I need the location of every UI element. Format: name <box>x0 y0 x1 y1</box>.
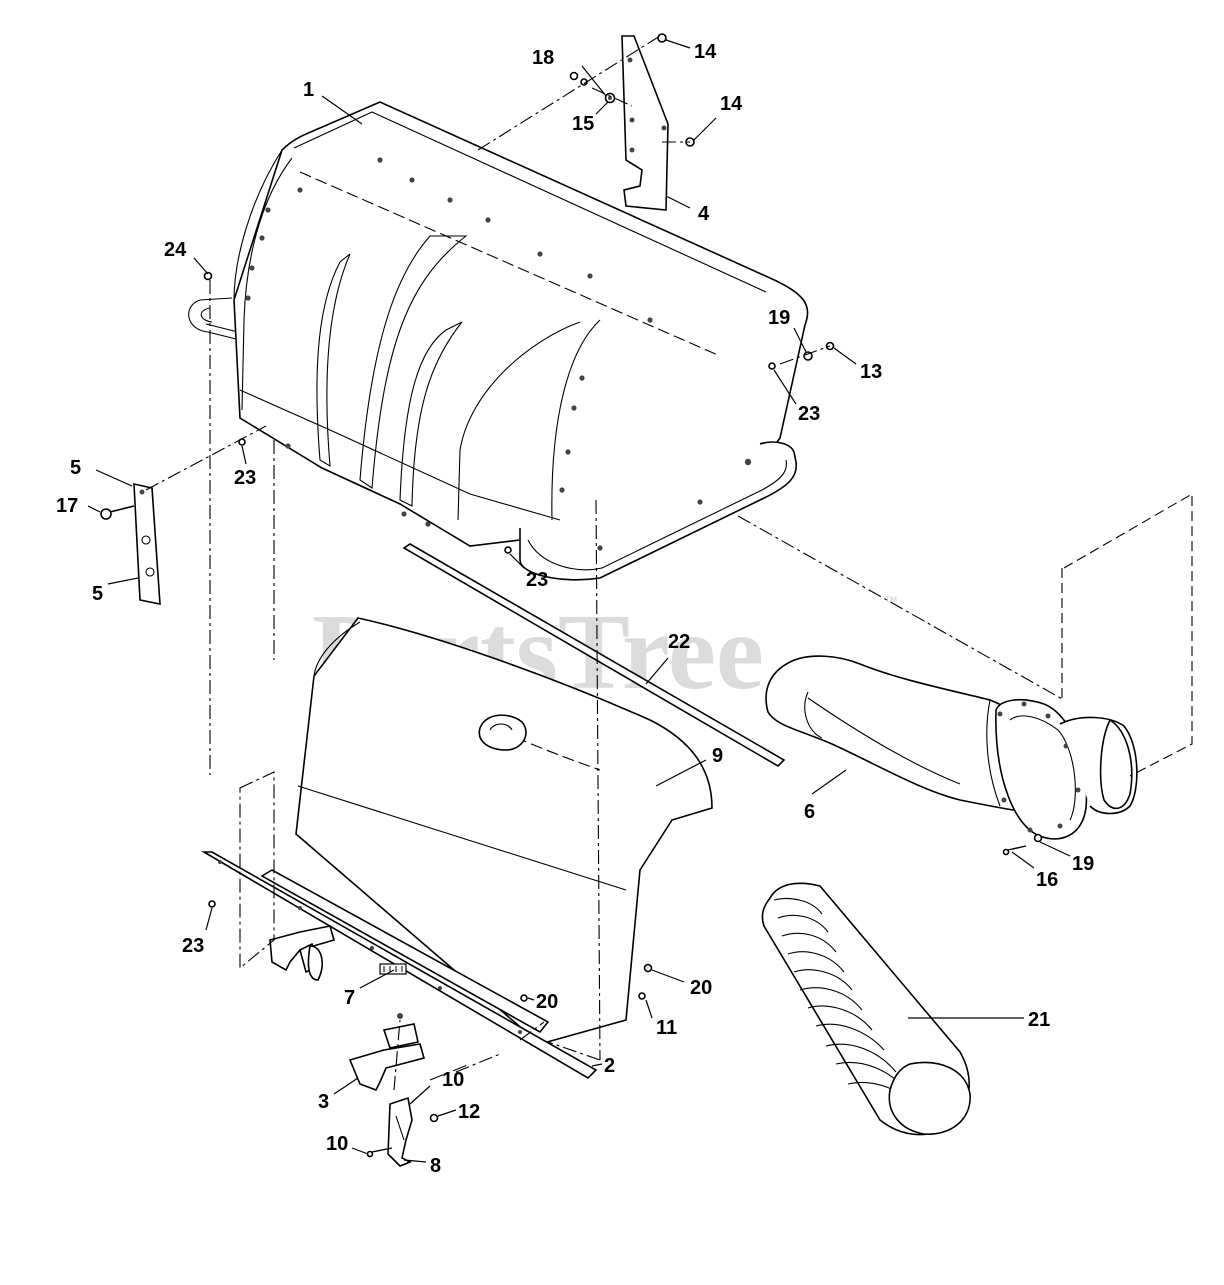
callout-23-lower[interactable]: 23 <box>182 935 204 957</box>
part-21-flex-hose[interactable] <box>761 882 971 1136</box>
callout-4[interactable]: 4 <box>698 203 710 225</box>
callout-17[interactable]: 17 <box>56 495 78 517</box>
callout-5-upper[interactable]: 5 <box>70 457 81 479</box>
callout-22[interactable]: 22 <box>668 631 690 653</box>
hardware <box>100 33 1043 1158</box>
part-7-label[interactable] <box>379 963 407 975</box>
callout-1[interactable]: 1 <box>303 79 314 101</box>
callout-19-lower[interactable]: 19 <box>1072 853 1094 875</box>
callout-18[interactable]: 18 <box>532 47 554 69</box>
part-3-hinge-bracket[interactable] <box>269 925 425 1092</box>
callout-labels: 1 2 3 4 5 5 6 7 8 9 10 10 11 12 13 14 14… <box>56 41 1094 1177</box>
callout-15[interactable]: 15 <box>572 113 594 135</box>
callout-5-lower[interactable]: 5 <box>92 583 103 605</box>
callout-23-left[interactable]: 23 <box>234 467 256 489</box>
callout-21[interactable]: 21 <box>1028 1009 1050 1031</box>
callout-2[interactable]: 2 <box>604 1055 615 1077</box>
callout-16[interactable]: 16 <box>1036 869 1058 891</box>
part-22-seal-strip[interactable] <box>402 543 786 768</box>
part-8-latch[interactable] <box>387 1096 413 1167</box>
part-6-discharge-elbow[interactable] <box>765 655 1138 840</box>
callout-7[interactable]: 7 <box>344 987 355 1009</box>
part-9-deflector[interactable] <box>295 617 713 1045</box>
callout-6[interactable]: 6 <box>804 801 815 823</box>
callout-10-lower[interactable]: 10 <box>326 1133 348 1155</box>
callout-8[interactable]: 8 <box>430 1155 441 1177</box>
callout-19-upper[interactable]: 19 <box>768 307 790 329</box>
callout-23-right[interactable]: 23 <box>798 403 820 425</box>
leader-lines <box>87 39 1071 1163</box>
callout-20-center[interactable]: 20 <box>536 991 558 1013</box>
callout-24[interactable]: 24 <box>164 239 187 261</box>
callout-13[interactable]: 13 <box>860 361 882 383</box>
callout-9[interactable]: 9 <box>712 745 723 767</box>
callout-10-upper[interactable]: 10 <box>442 1069 464 1091</box>
part-4-bracket[interactable] <box>621 35 669 211</box>
part-1-hood[interactable] <box>188 101 809 581</box>
callout-23-center[interactable]: 23 <box>526 569 548 591</box>
assembly-lines <box>145 35 1193 1091</box>
callout-14-lower[interactable]: 14 <box>720 93 743 115</box>
callout-14-upper[interactable]: 14 <box>694 41 717 63</box>
callout-11[interactable]: 11 <box>656 1017 677 1039</box>
watermark-trademark: ™ <box>884 593 898 609</box>
callout-12[interactable]: 12 <box>458 1101 480 1123</box>
callout-3[interactable]: 3 <box>318 1091 329 1113</box>
callout-20-right[interactable]: 20 <box>690 977 712 999</box>
part-5-plate[interactable] <box>133 482 161 605</box>
